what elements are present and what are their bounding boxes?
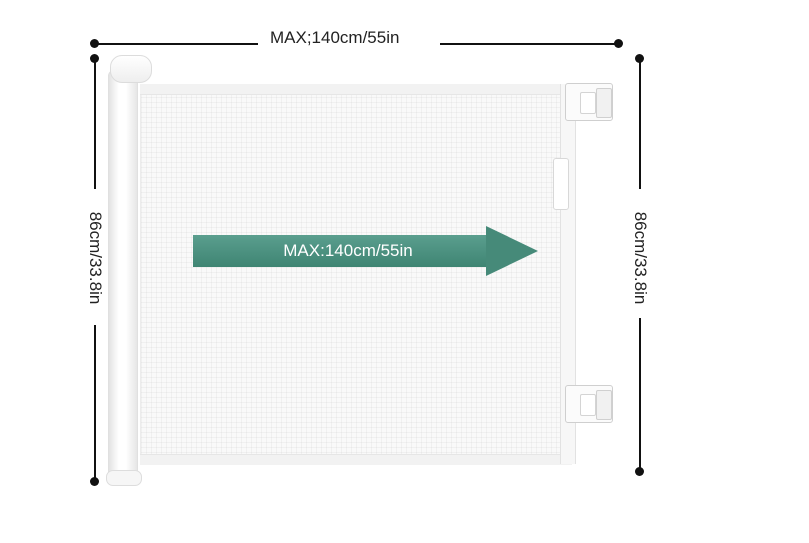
arrow-body: [193, 235, 489, 267]
arrow-label: MAX:140cm/55in: [283, 241, 413, 260]
height-endpoint-right-top: [635, 54, 644, 63]
mesh-bottom-band: [140, 454, 572, 465]
roller-tube: [108, 70, 138, 480]
bracket-slot: [580, 92, 596, 114]
width-line-left: [95, 43, 258, 45]
height-endpoint-right-bottom: [635, 467, 644, 476]
roller-tube-cap: [110, 55, 152, 83]
height-line-left-bottom: [94, 325, 96, 480]
mesh-top-band: [140, 84, 572, 95]
width-endpoint-right: [614, 39, 623, 48]
gate-handle: [553, 158, 569, 210]
bracket-tab: [596, 88, 612, 118]
wall-bracket-top: [565, 83, 613, 121]
width-line-right: [440, 43, 618, 45]
width-label: MAX;140cm/55in: [270, 28, 400, 47]
bracket-slot: [580, 394, 596, 416]
height-endpoint-left-top: [90, 54, 99, 63]
height-line-right-top: [639, 59, 641, 189]
height-line-left-top: [94, 59, 96, 189]
height-label-left: 86cm/33.8in: [86, 211, 105, 305]
wall-bracket-bottom: [565, 385, 613, 423]
arrow-head-icon: [486, 226, 538, 276]
height-line-right-bottom: [639, 318, 641, 470]
height-endpoint-left-bottom: [90, 477, 99, 486]
roller-tube-foot: [106, 470, 142, 486]
height-label-right: 86cm/33.8in: [631, 211, 650, 305]
width-endpoint-left: [90, 39, 99, 48]
bracket-tab: [596, 390, 612, 420]
